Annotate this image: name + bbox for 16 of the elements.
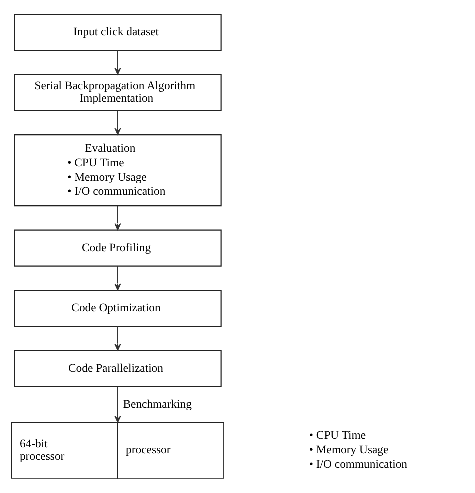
arrow bbox=[114, 326, 122, 351]
label: • I/O communication bbox=[309, 458, 408, 471]
node-box: Code Parallelization bbox=[14, 350, 222, 388]
arrow bbox=[114, 50, 122, 76]
node-box: Input click dataset bbox=[14, 14, 222, 52]
label: • CPU Time bbox=[309, 429, 366, 442]
arrow bbox=[114, 110, 122, 136]
node-box: Code Profiling bbox=[14, 230, 222, 267]
arrow bbox=[114, 386, 122, 423]
arrow bbox=[114, 266, 122, 291]
node-box: Evaluation • CPU Time • Memory Usage • I/O communication bbox=[14, 134, 222, 207]
label: • Memory Usage bbox=[309, 444, 389, 457]
node-box: Code Optimization bbox=[14, 290, 222, 328]
edge-label: Benchmarking bbox=[123, 398, 192, 411]
arrow bbox=[114, 206, 122, 231]
node-box: Serial Backpropagation Algorithm Implementation bbox=[14, 74, 222, 112]
